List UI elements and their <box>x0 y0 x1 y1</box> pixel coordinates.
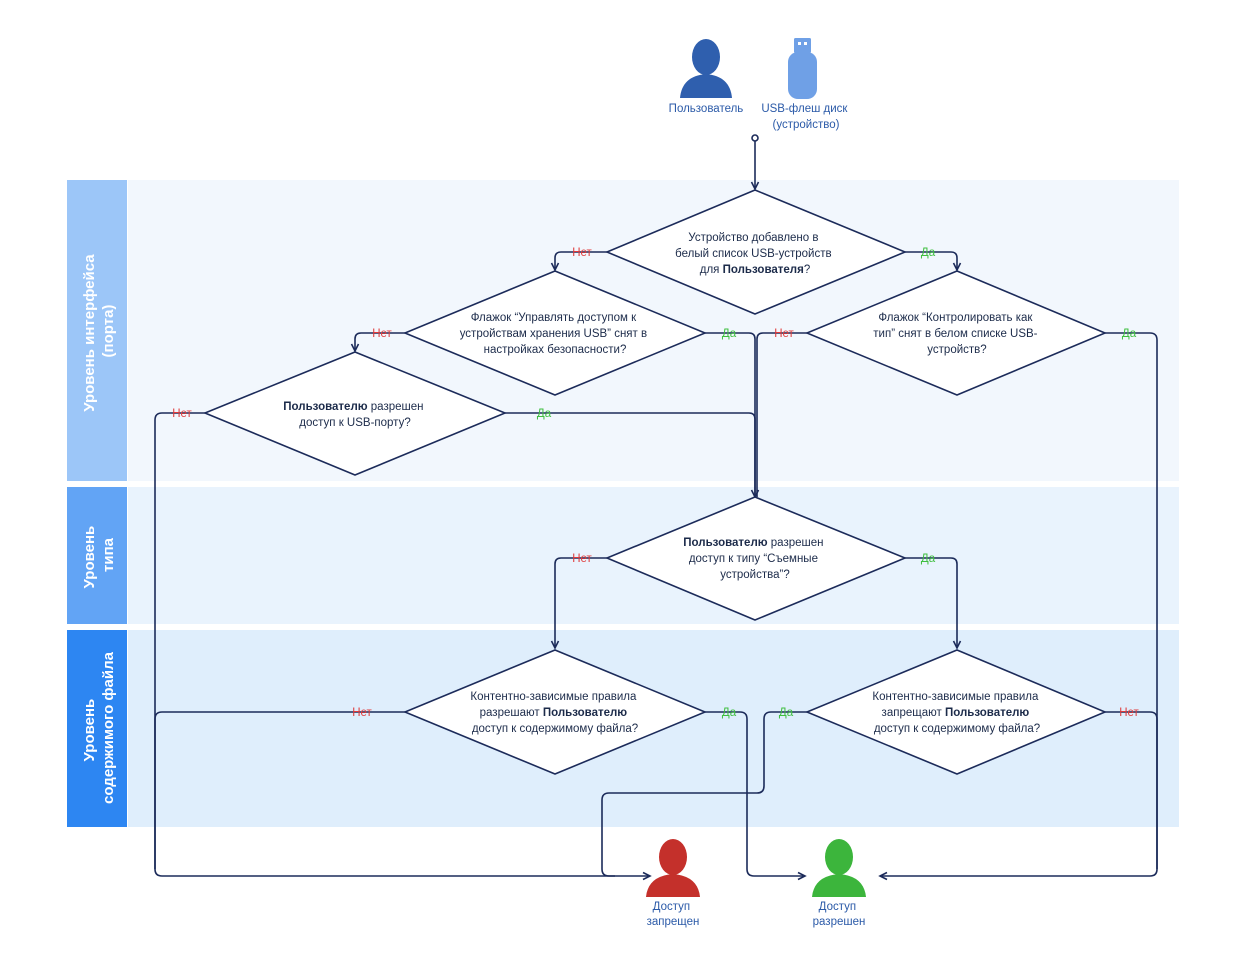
label-no: Нет <box>572 553 592 565</box>
edge-d6-no <box>154 711 405 869</box>
decision-whitelist-text: Устройство добавлено в белый список USB-… <box>675 232 835 276</box>
access-denied-label: Доступ запрещен <box>647 901 700 928</box>
edge-d2-yes <box>705 332 760 499</box>
start-dot <box>751 134 759 142</box>
edge-d1-no <box>550 251 607 272</box>
edge-d2-no <box>350 332 405 353</box>
edge-d6-yes <box>705 711 807 881</box>
lane-header-type <box>67 487 127 624</box>
label-yes: Да <box>921 247 936 259</box>
usb-drive-icon <box>788 38 817 99</box>
user-icon <box>680 39 732 98</box>
label-yes: Да <box>722 707 737 719</box>
label-yes: Да <box>921 553 936 565</box>
edge-d5-no <box>550 557 607 650</box>
edge-d1-yes <box>905 251 962 272</box>
access-denied-icon <box>646 839 700 897</box>
lane-label-content: Уровень содержимого файла <box>81 651 117 804</box>
edge-d4-no <box>154 412 652 881</box>
label-no: Нет <box>1119 707 1139 719</box>
lane-label-type: Уровень типа <box>81 522 117 589</box>
label-no: Нет <box>774 328 794 340</box>
decision-removable-type-access-text: Пользователю разрешен доступ к типу “Съе… <box>683 537 826 581</box>
access-allowed-icon <box>812 839 866 897</box>
lane-header-content <box>67 630 127 827</box>
edge-d5-yes <box>905 557 962 650</box>
decision-content-rules-allow-text: Контентно-зависимые правила разрешают По… <box>470 691 639 735</box>
edge-d3-yes <box>878 332 1158 881</box>
label-no: Нет <box>372 328 392 340</box>
decision-manage-usb-flag <box>402 270 708 396</box>
decision-content-rules-allow <box>402 649 708 775</box>
decision-content-rules-deny-text: Контентно-зависимые правила запрещают По… <box>872 691 1041 735</box>
decision-control-as-type-flag-text: Флажок “Контролировать как тип” снят в б… <box>873 312 1040 356</box>
decision-removable-type-access <box>604 496 908 621</box>
decision-control-as-type-flag <box>804 270 1108 396</box>
access-allowed-label: Доступ разрешен <box>813 901 866 928</box>
decision-usb-port-access <box>202 351 508 476</box>
decision-usb-port-access-text: Пользователю разрешен доступ к USB-порту… <box>283 401 426 429</box>
decision-manage-usb-flag-text: Флажок “Управлять доступом к устройствам… <box>460 312 651 356</box>
label-yes: Да <box>722 328 737 340</box>
lane-label-interface: Уровень интерфейса (порта) <box>81 250 117 412</box>
decision-whitelist <box>604 189 908 315</box>
label-yes: Да <box>1122 328 1137 340</box>
lane-header-interface <box>67 180 127 481</box>
edge-d7-no <box>1105 711 1158 869</box>
label-no: Нет <box>352 707 372 719</box>
label-yes: Да <box>779 707 794 719</box>
label-yes: Да <box>537 408 552 420</box>
edge-d7-yes <box>601 711 807 877</box>
label-no: Нет <box>172 408 192 420</box>
edge-d4-yes <box>505 412 756 497</box>
user-label: Пользователь <box>669 103 744 115</box>
label-no: Нет <box>572 247 592 259</box>
usb-drive-label: USB-флеш диск (устройство) <box>761 103 850 131</box>
decision-content-rules-deny <box>804 649 1108 775</box>
edge-d3-no <box>756 332 807 497</box>
